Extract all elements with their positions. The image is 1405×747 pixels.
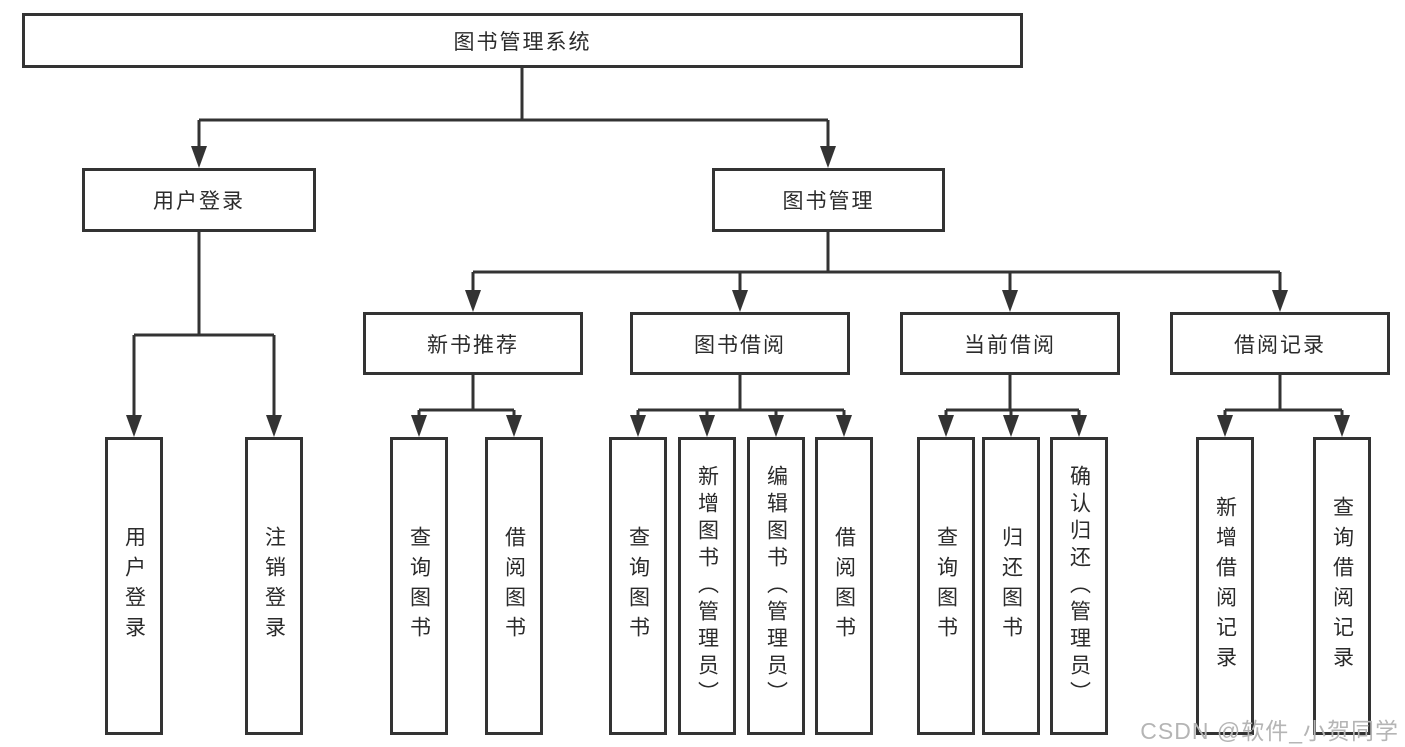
arrowhead [506, 415, 522, 437]
node-root-label: 图书管理系统 [453, 30, 592, 54]
leaf-add-book-admin-label: 新增图书（管理员） [695, 464, 719, 708]
node-book-management-label: 图书管理 [782, 190, 875, 213]
leaf-borrow-books-1: 借阅图书 [485, 437, 543, 735]
connector-book-management-level3 [471, 232, 1282, 294]
arrowhead [1272, 290, 1288, 312]
arrowhead [836, 415, 852, 437]
leaf-logout: 注销登录 [245, 437, 303, 735]
node-book-borrow-label: 图书借阅 [694, 333, 786, 357]
csdn-watermark: CSDN @软件_小贺同学 [1140, 718, 1399, 744]
leaf-return-book-label: 归还图书 [999, 526, 1023, 646]
leaf-query-books-2: 查询图书 [609, 437, 667, 735]
arrowhead [465, 290, 481, 312]
leaf-borrow-books-1-label: 借阅图书 [502, 526, 526, 646]
connector-user-login-leaves [132, 232, 276, 419]
arrowhead [1217, 415, 1233, 437]
leaf-edit-book-admin: 编辑图书（管理员） [747, 437, 805, 735]
leaf-query-books-1: 查询图书 [390, 437, 448, 735]
node-current-borrow: 当前借阅 [900, 312, 1120, 375]
arrowhead [1002, 290, 1018, 312]
leaf-add-book-admin: 新增图书（管理员） [678, 437, 736, 735]
connector-book-borrow-leaves [636, 375, 846, 421]
arrowhead [699, 415, 715, 437]
arrowhead [630, 415, 646, 437]
node-new-book-recommend: 新书推荐 [363, 312, 583, 375]
leaf-user-login-label: 用户登录 [122, 526, 146, 646]
leaf-query-books-2-label: 查询图书 [626, 526, 650, 646]
connector-root-level2 [197, 68, 830, 150]
leaf-query-borrow-record: 查询借阅记录 [1313, 437, 1371, 735]
arrowhead [732, 290, 748, 312]
leaf-edit-book-admin-label: 编辑图书（管理员） [764, 464, 788, 708]
node-current-borrow-label: 当前借阅 [964, 333, 1056, 357]
leaf-query-borrow-record-label: 查询借阅记录 [1330, 496, 1354, 676]
leaf-borrow-books-2: 借阅图书 [815, 437, 873, 735]
arrowhead [1071, 415, 1087, 437]
arrowhead [266, 415, 282, 437]
connector-borrow-record-leaves [1223, 375, 1344, 421]
arrowhead [768, 415, 784, 437]
leaf-borrow-books-2-label: 借阅图书 [832, 526, 856, 646]
leaf-query-books-3-label: 查询图书 [934, 526, 958, 646]
arrowhead [1334, 415, 1350, 437]
leaf-query-books-3: 查询图书 [917, 437, 975, 735]
leaf-return-book: 归还图书 [982, 437, 1040, 735]
leaf-user-login: 用户登录 [105, 437, 163, 735]
node-new-book-recommend-label: 新书推荐 [427, 333, 519, 357]
node-borrow-records-label: 借阅记录 [1234, 333, 1326, 357]
leaf-confirm-return-admin: 确认归还（管理员） [1050, 437, 1108, 735]
leaf-add-borrow-record: 新增借阅记录 [1196, 437, 1254, 735]
node-root: 图书管理系统 [22, 13, 1023, 68]
node-user-login: 用户登录 [82, 168, 316, 232]
arrowhead [820, 146, 836, 168]
node-book-borrow: 图书借阅 [630, 312, 850, 375]
leaf-query-books-1-label: 查询图书 [407, 526, 431, 646]
leaf-logout-label: 注销登录 [262, 526, 286, 646]
node-user-login-label: 用户登录 [153, 190, 245, 213]
node-book-management: 图书管理 [712, 168, 945, 232]
arrowhead [126, 415, 142, 437]
arrowhead [938, 415, 954, 437]
node-borrow-records: 借阅记录 [1170, 312, 1390, 375]
arrowhead [1003, 415, 1019, 437]
arrowhead [191, 146, 207, 168]
leaf-confirm-return-admin-label: 确认归还（管理员） [1067, 464, 1091, 708]
connector-new-book-leaves [417, 375, 516, 421]
connector-current-borrow-leaves [944, 375, 1081, 421]
arrowhead [411, 415, 427, 437]
leaf-add-borrow-record-label: 新增借阅记录 [1213, 496, 1237, 676]
